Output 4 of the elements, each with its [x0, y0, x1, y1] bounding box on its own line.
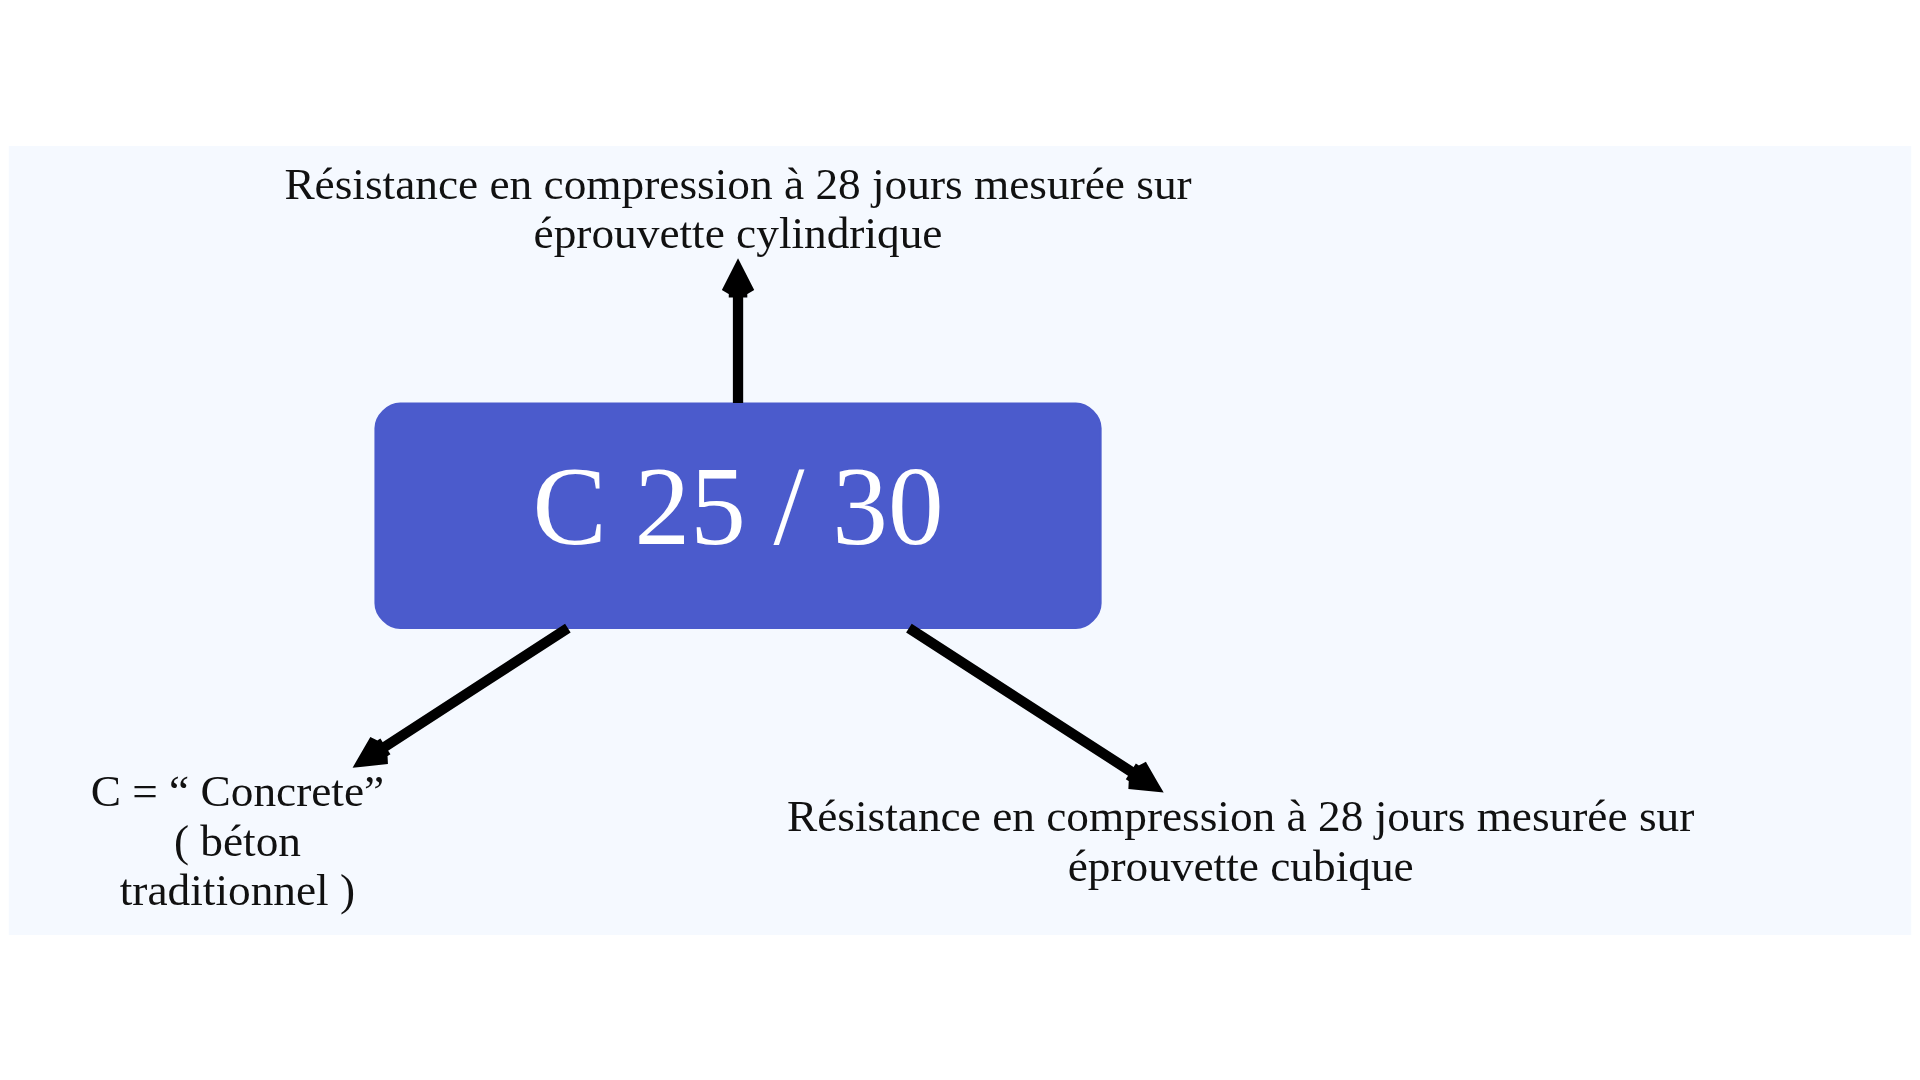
node-text: Résistance en compression à 28 jours mesurée sur éprouvette cubique: [787, 790, 1695, 891]
node-text: Résistance en compression à 28 jours mesurée sur éprouvette cylindrique: [284, 158, 1192, 258]
node-text: C = “ Concrete” ( béton traditionnel ): [90, 765, 385, 915]
node-box: C 25 / 30: [374, 402, 1102, 629]
